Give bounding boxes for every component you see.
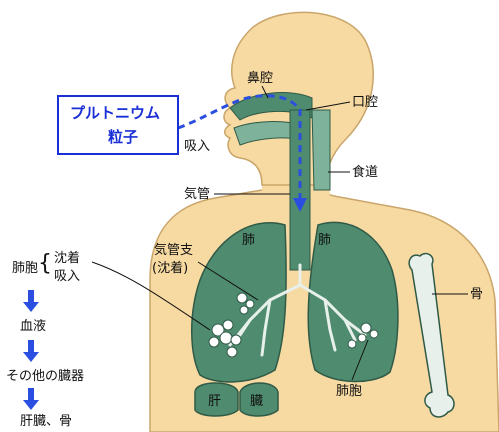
alveoli-label: 肺胞 [336, 384, 362, 399]
trachea-label: 気管 [184, 186, 210, 202]
oral-cavity-label: 口腔 [352, 95, 378, 110]
particle-box-line2: 粒子 [108, 128, 138, 146]
esophagus [312, 110, 330, 190]
flow-brace: { [38, 251, 52, 276]
plutonium-particle-box: プルトニウム 粒子 [58, 96, 178, 154]
bronchi-label-2: (沈着) [152, 260, 188, 276]
down-arrow-icon [23, 340, 39, 362]
flow-step-liver-bone: 肝臓、骨 [20, 414, 72, 429]
bone-label: 骨 [470, 287, 483, 302]
down-arrow-icon [23, 388, 39, 410]
flow-option-inhale: 吸入 [54, 269, 80, 284]
particle-box-line1: プルトニウム [70, 104, 160, 122]
nasal-cavity-label: 鼻腔 [247, 70, 273, 86]
down-arrow-icon [23, 290, 39, 312]
left-lung-label: 肺 [242, 233, 255, 248]
esophagus-label: 食道 [352, 164, 378, 180]
flow-chart: 肺胞 { 沈着 吸入 血液 その他の臓器 肝臓、骨 [6, 250, 84, 429]
liver-left-label: 肝 [208, 394, 221, 409]
flow-step-other-organs: その他の臓器 [6, 369, 84, 384]
flow-option-deposit: 沈着 [54, 250, 80, 266]
liver-right-label: 臓 [250, 394, 263, 409]
right-lung-label: 肺 [318, 233, 331, 248]
flow-alveoli-label: 肺胞 [12, 261, 38, 276]
inhalation-label: 吸入 [184, 139, 210, 154]
bronchi-label-1: 気管支 [154, 242, 193, 258]
flow-step-blood: 血液 [20, 319, 46, 334]
